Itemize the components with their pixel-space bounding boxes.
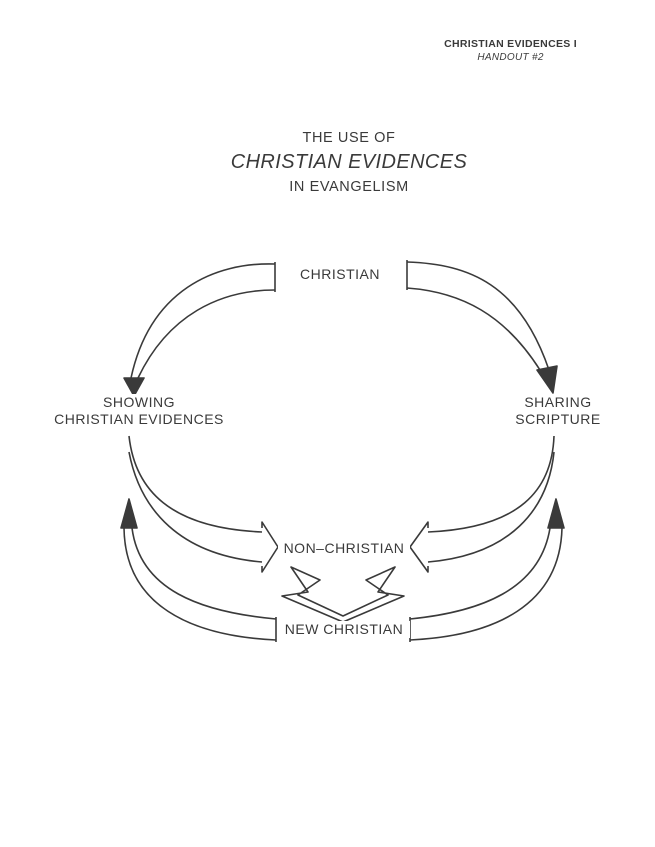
- handout-header: CHRISTIAN EVIDENCES I HANDOUT #2: [444, 38, 577, 64]
- node-non-christian: NON–CHRISTIAN: [278, 540, 410, 557]
- page-title: THE USE OF CHRISTIAN EVIDENCES IN EVANGE…: [0, 128, 655, 198]
- node-sharing-label-2: SCRIPTURE: [515, 411, 601, 427]
- arrow-christian-to-showing: [123, 262, 276, 397]
- handout-number: HANDOUT #2: [477, 52, 544, 63]
- node-new-christian: NEW CHRISTIAN: [278, 621, 410, 638]
- arrow-new-christian-to-sharing: [409, 498, 565, 642]
- arrow-new-christian-to-showing: [120, 498, 277, 642]
- title-line-3: IN EVANGELISM: [289, 179, 409, 195]
- node-non-christian-label: NON–CHRISTIAN: [283, 540, 405, 556]
- title-line-1: THE USE OF: [302, 130, 396, 146]
- node-showing-christian-evidences: SHOWING CHRISTIAN EVIDENCES: [46, 394, 232, 428]
- arrow-showing-to-non-christian: [128, 435, 279, 573]
- course-title: CHRISTIAN EVIDENCES I: [444, 38, 577, 50]
- node-christian-label: CHRISTIAN: [300, 266, 380, 282]
- node-new-christian-label: NEW CHRISTIAN: [284, 621, 404, 637]
- arrow-non-christian-to-new-christian: [281, 566, 405, 623]
- arrow-christian-to-sharing: [406, 260, 558, 394]
- arrow-sharing-to-non-christian: [409, 435, 555, 573]
- node-sharing-scripture: SHARING SCRIPTURE: [506, 394, 610, 428]
- title-line-2: CHRISTIAN EVIDENCES: [230, 151, 468, 173]
- node-showing-label-2: CHRISTIAN EVIDENCES: [54, 411, 224, 427]
- node-showing-label-1: SHOWING: [103, 394, 175, 410]
- node-christian: CHRISTIAN: [293, 266, 387, 283]
- node-sharing-label-1: SHARING: [524, 394, 592, 410]
